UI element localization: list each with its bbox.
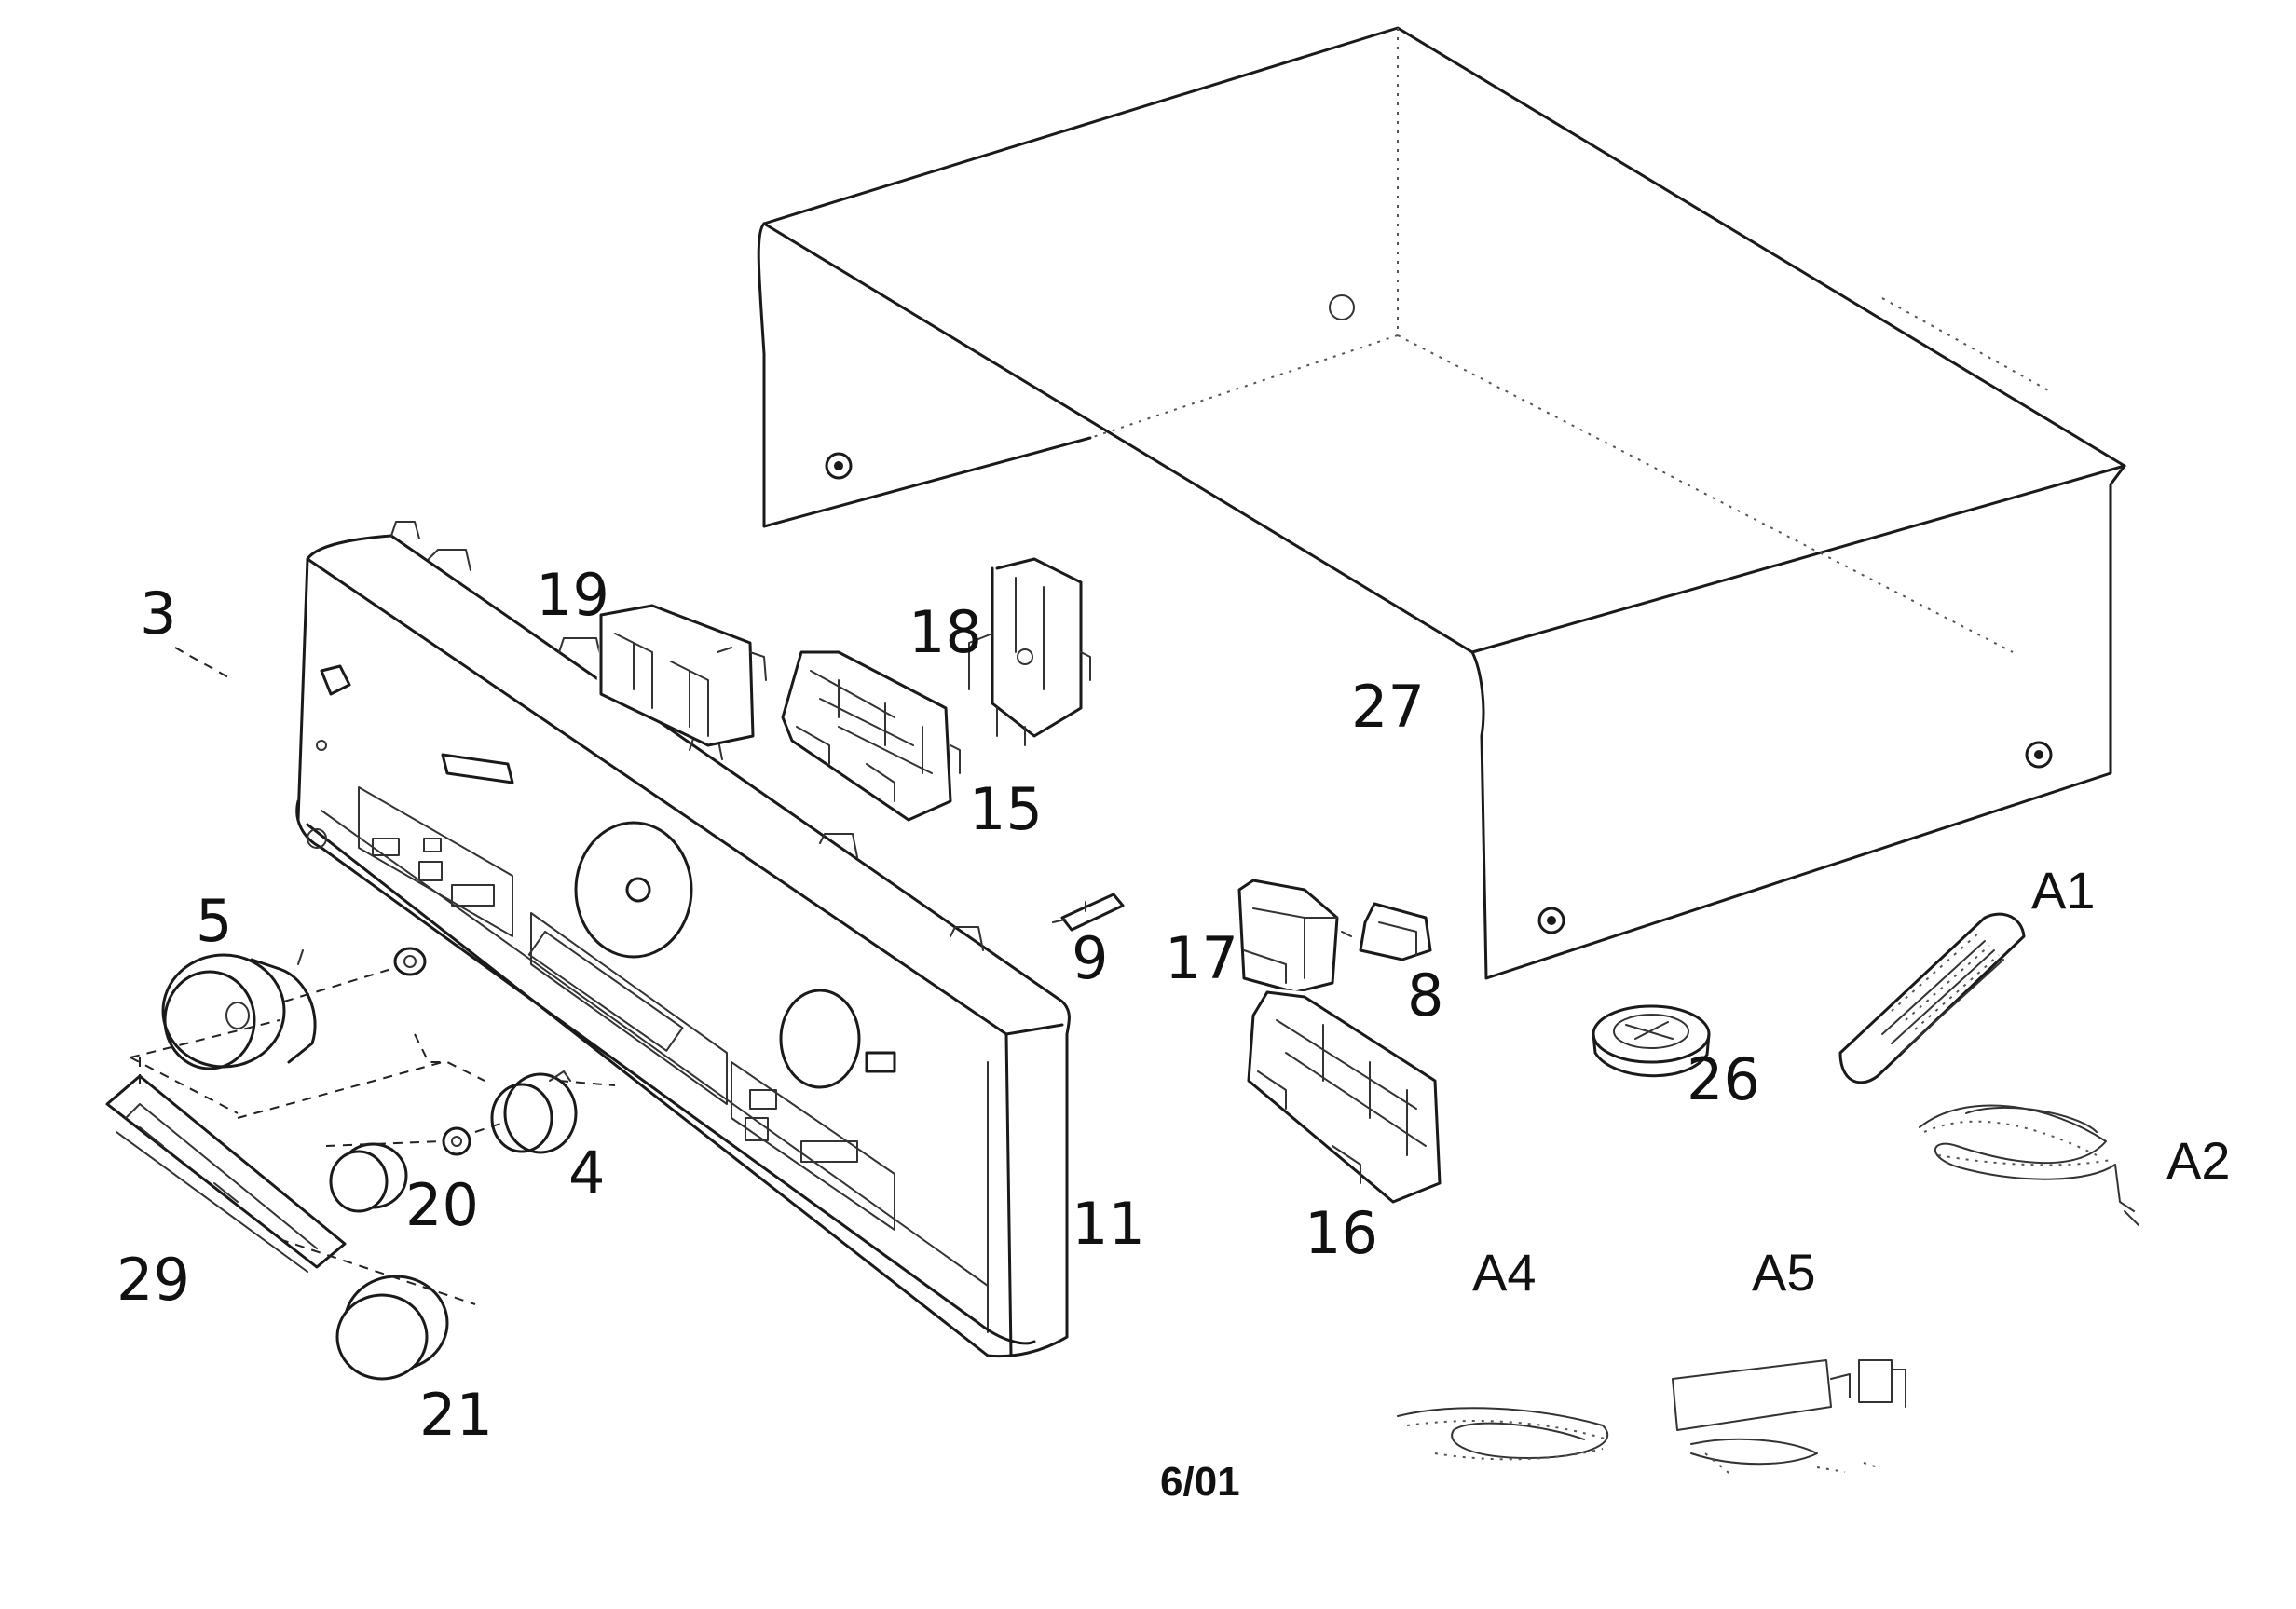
label-part-16: 16 — [1305, 1199, 1378, 1267]
date-code: 6/01 — [1160, 1459, 1240, 1505]
switch-bracket-part-16 — [1244, 988, 1442, 1207]
label-part-19: 19 — [536, 561, 609, 629]
assembly-guide-lines — [130, 647, 616, 1305]
label-part-8: 8 — [1407, 961, 1443, 1029]
label-part-20: 20 — [405, 1171, 479, 1239]
bracket-part-8 — [1356, 902, 1435, 964]
label-part-18: 18 — [909, 598, 982, 666]
display-window-part-29 — [105, 1074, 349, 1273]
label-part-5: 5 — [196, 887, 232, 955]
label-part-4: 4 — [568, 1139, 605, 1207]
front-panel-part-11 — [295, 521, 1071, 1358]
switch-bracket-part-15 — [778, 650, 961, 822]
remote-control-part-A1 — [1838, 912, 2026, 1084]
label-part-A4: A4 — [1472, 1243, 1537, 1302]
cable-part-A4 — [1397, 1407, 1609, 1461]
knob-part-21 — [335, 1275, 449, 1381]
knob-part-4 — [490, 1070, 578, 1154]
label-part-9: 9 — [1072, 924, 1108, 992]
cable-coil-part-A2 — [1919, 1104, 2139, 1226]
switch-block-part-17 — [1230, 879, 1352, 994]
label-part-21: 21 — [419, 1381, 493, 1449]
label-part-11: 11 — [1072, 1190, 1145, 1258]
cap-part-20 — [329, 1126, 472, 1213]
foot-part-26 — [1592, 1004, 1711, 1078]
knob-part-5 — [161, 949, 317, 1070]
top-cover-part-27 — [757, 26, 2134, 980]
nut — [393, 947, 427, 976]
label-part-3: 3 — [140, 580, 176, 648]
label-part-A2: A2 — [2166, 1131, 2231, 1190]
label-part-17: 17 — [1165, 924, 1238, 992]
label-part-27: 27 — [1351, 673, 1425, 741]
label-part-A5: A5 — [1752, 1243, 1816, 1302]
pin-part-9 — [1052, 893, 1125, 932]
antenna-part-A5 — [1672, 1359, 1906, 1478]
switch-bracket-part-18 — [968, 557, 1091, 746]
label-part-29: 29 — [116, 1246, 190, 1314]
switch-bracket-part-19 — [596, 604, 767, 747]
label-part-26: 26 — [1687, 1045, 1760, 1113]
label-part-15: 15 — [969, 775, 1043, 843]
label-part-A1: A1 — [2031, 861, 2096, 920]
